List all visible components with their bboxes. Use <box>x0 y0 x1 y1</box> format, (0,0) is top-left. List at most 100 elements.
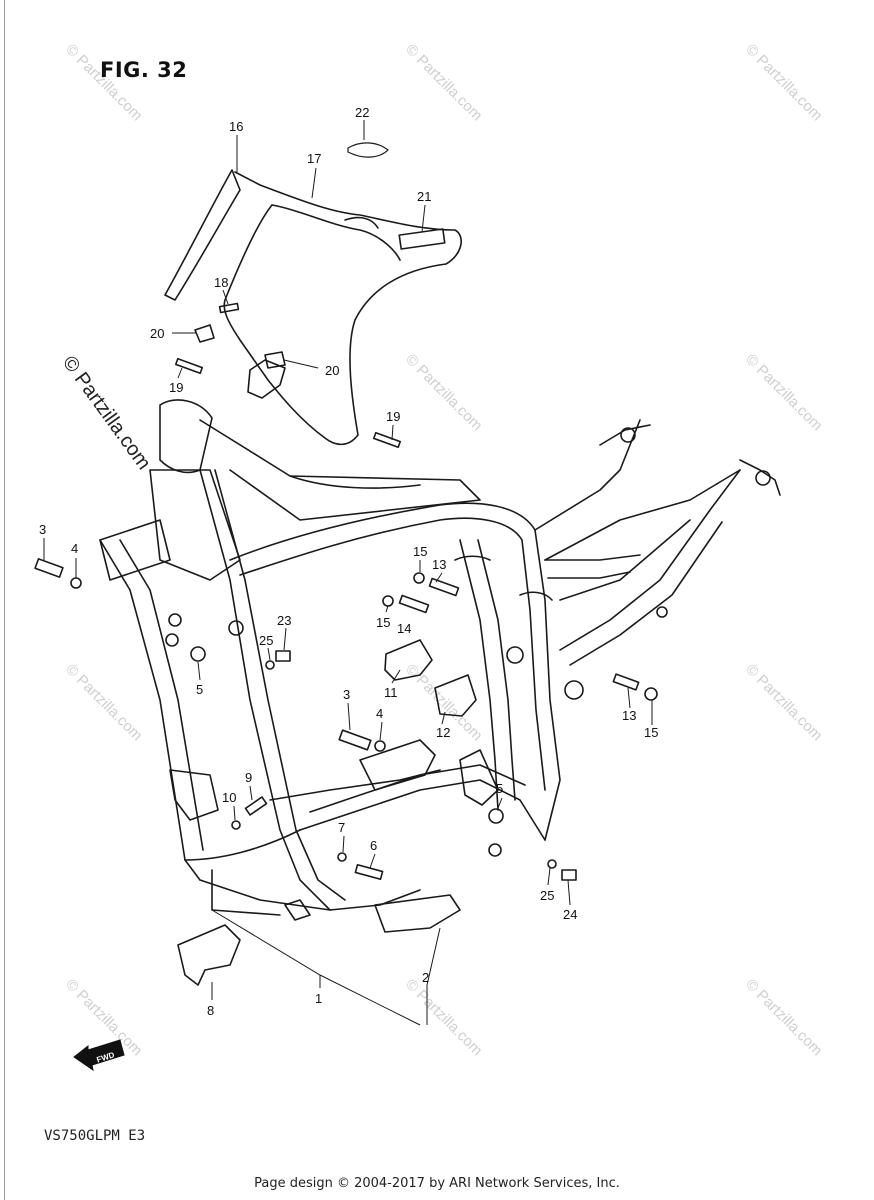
callout-21: 21 <box>417 189 431 204</box>
washer-25-upper <box>265 660 275 670</box>
bolt-14 <box>398 594 430 614</box>
callout-3-upper: 3 <box>39 522 46 537</box>
callout-15-mid: 15 <box>376 615 390 630</box>
seat-cross-tube-2 <box>547 571 631 579</box>
rear-mount-upper <box>620 427 636 443</box>
center-downtube-clamp <box>454 555 491 561</box>
rear-stay-2 <box>739 459 781 496</box>
washer-15-upper <box>413 572 425 584</box>
callout-15-right: 15 <box>644 725 658 740</box>
figure-title: FIG. 32 <box>100 58 188 82</box>
callout-5-lower: 5 <box>496 781 503 796</box>
engine-hanger-rear <box>459 749 499 806</box>
watermark-tile: © Partzilla.com <box>742 661 825 744</box>
side-cover-main <box>223 171 462 446</box>
rear-subframe-upper-2 <box>544 469 741 561</box>
lower-rail-front <box>184 829 301 861</box>
callout-20-upper: 20 <box>150 326 164 341</box>
washer-10 <box>231 820 241 830</box>
watermark-tile: © Partzilla.com <box>62 661 145 744</box>
watermark-tile: © Partzilla.com <box>402 351 485 434</box>
bolt-24 <box>561 869 577 881</box>
watermark-tile: © Partzilla.com <box>402 976 485 1059</box>
callout-10: 10 <box>222 790 236 805</box>
rear-subframe-lower <box>559 519 691 601</box>
callout-23: 23 <box>277 613 291 628</box>
side-cover-lip <box>344 216 379 229</box>
head-pipe <box>159 399 213 474</box>
callout-12: 12 <box>436 725 450 740</box>
callout-25-lower: 25 <box>540 888 554 903</box>
watermark-tile: © Partzilla.com <box>402 41 485 124</box>
clip-20-lower <box>264 351 286 369</box>
rear-mount-right <box>755 470 771 486</box>
rear-subframe-upper <box>534 419 641 531</box>
frame-hole <box>656 606 668 618</box>
head-gusset-lower <box>99 519 171 581</box>
lower-cradle-left <box>199 879 421 911</box>
front-downtube-left-inner <box>119 539 204 851</box>
tag-plate <box>398 228 446 250</box>
side-cover-inner <box>271 204 401 261</box>
callout-15-upper: 15 <box>413 544 427 559</box>
callout-20-lower: 20 <box>325 363 339 378</box>
callout-1: 1 <box>315 991 322 1006</box>
watermark-tile: © Partzilla.com <box>742 351 825 434</box>
bolt-6 <box>354 863 384 881</box>
front-downtube-right <box>199 469 331 911</box>
lower-cradle-right <box>299 779 546 841</box>
center-downtube-inner <box>477 539 516 801</box>
callout-18: 18 <box>214 275 228 290</box>
washer-15-right <box>644 687 658 701</box>
callout-5-upper: 5 <box>196 682 203 697</box>
frame-hole <box>488 843 502 857</box>
frame-hole <box>165 633 179 647</box>
footrest-plate <box>374 894 461 933</box>
skid-plate-outline <box>211 869 281 916</box>
bracket-11 <box>384 639 433 681</box>
fwd-arrow: FWD <box>73 1039 125 1072</box>
front-downtube-left <box>99 539 201 881</box>
page-left-rule <box>4 0 5 1200</box>
washer-15-mid <box>382 595 394 607</box>
washer-4-lower <box>374 740 386 752</box>
bolt-23 <box>275 650 291 662</box>
rear-subframe-rail-inner <box>569 521 723 666</box>
callout-3-lower: 3 <box>343 687 350 702</box>
upper-crossmember <box>289 475 421 489</box>
front-downtube-right-inner <box>214 469 346 901</box>
bolt-13-upper <box>428 577 460 597</box>
watermark-tiles: © Partzilla.com © Partzilla.com © Partzi… <box>62 41 825 1059</box>
callout-11: 11 <box>384 685 398 700</box>
front-engine-plate <box>169 769 219 821</box>
center-downtube-clamp-2 <box>519 591 553 601</box>
washer-4-upper <box>70 577 82 589</box>
callout-9: 9 <box>245 770 252 785</box>
top-tube <box>199 419 481 521</box>
watermark-tile: © Partzilla.com <box>742 41 825 124</box>
front-stub <box>284 899 311 921</box>
callout-4-upper: 4 <box>71 541 78 556</box>
callout-16: 16 <box>229 119 243 134</box>
bolt-9 <box>244 796 268 816</box>
emblem-plate <box>347 142 389 158</box>
callout-labels: 16 17 22 21 18 20 20 19 19 3 4 5 15 13 1… <box>39 105 658 1018</box>
callout-17: 17 <box>307 151 321 166</box>
callout-8: 8 <box>207 1003 214 1018</box>
head-gusset <box>149 469 241 581</box>
model-code: VS750GLPM E3 <box>44 1128 146 1144</box>
frame-hole <box>228 620 244 636</box>
seat-cross-tube <box>544 554 641 561</box>
washer-25-lower <box>547 859 557 869</box>
bolt-18 <box>218 302 240 314</box>
rear-subframe-rail <box>559 469 741 651</box>
callout-6: 6 <box>370 838 377 853</box>
bracket-8 <box>177 924 241 986</box>
leader-lines <box>43 120 653 1026</box>
backbone-loop <box>229 502 561 841</box>
callout-2: 2 <box>422 970 429 985</box>
bolt-3-lower <box>338 729 372 751</box>
lower-crossmember <box>269 769 441 801</box>
callout-19-lower: 19 <box>386 409 400 424</box>
